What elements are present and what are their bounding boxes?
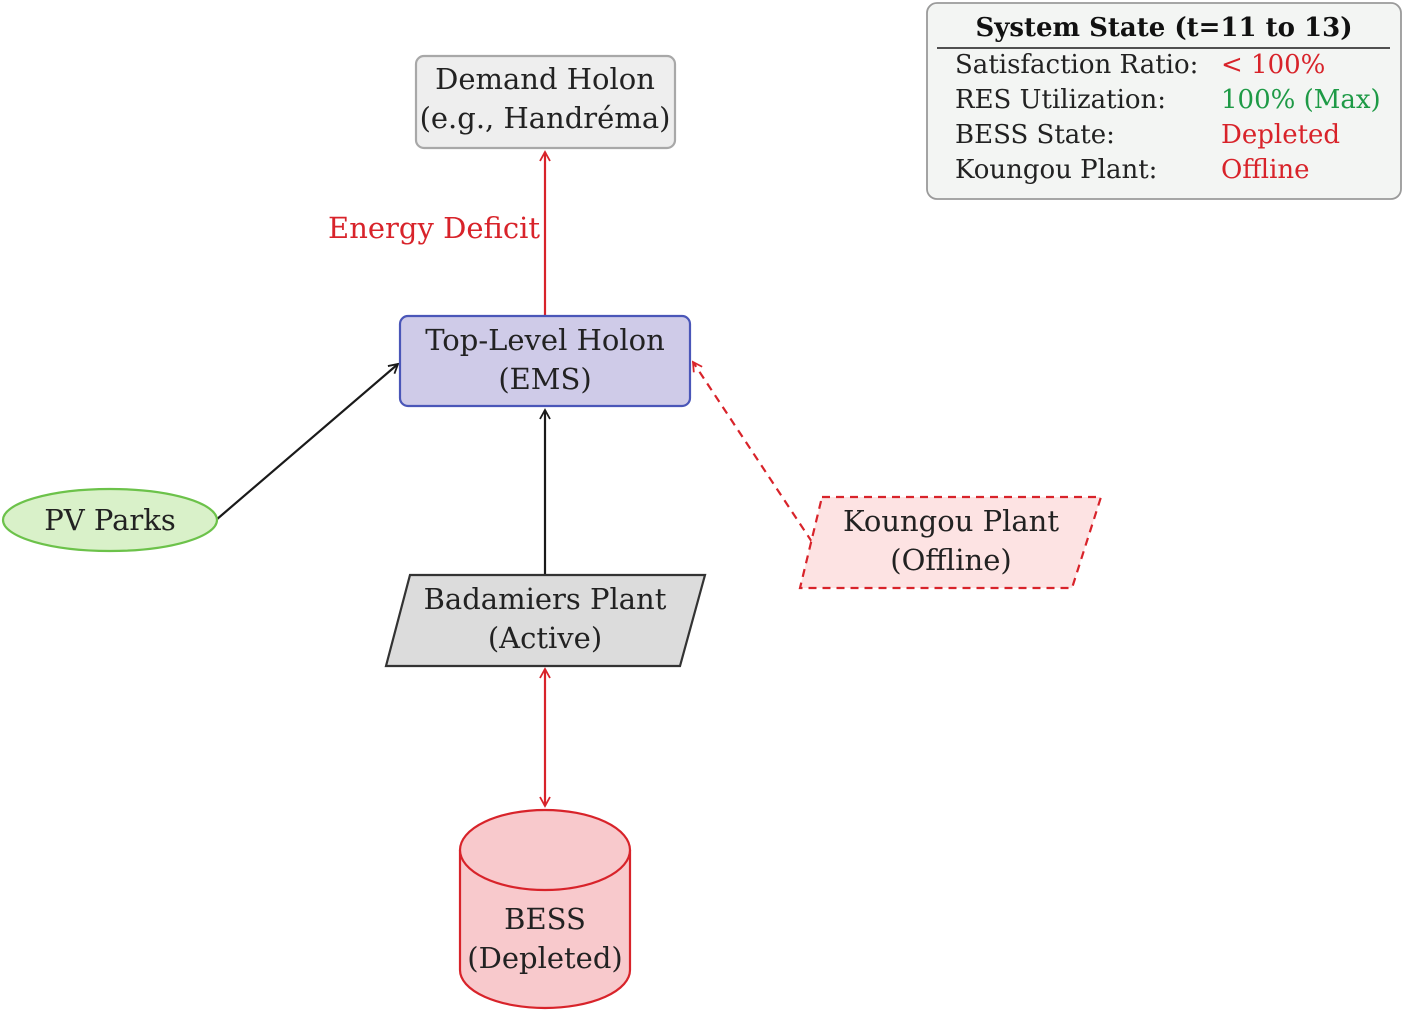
- pv-parks-node: PV Parks: [1, 487, 219, 553]
- demand-holon-node: Demand Holon (e.g., Handréma): [414, 54, 677, 150]
- demand-holon-title: Demand Holon: [435, 62, 655, 96]
- state-key-res-utilization: RES Utilization:: [955, 85, 1166, 115]
- top-level-holon-title: Top-Level Holon: [425, 323, 665, 357]
- state-key-satisfaction-ratio: Satisfaction Ratio:: [955, 50, 1198, 80]
- badamiers-plant-title: Badamiers Plant: [424, 582, 667, 616]
- system-state-title: System State (t=11 to 13): [975, 13, 1352, 43]
- top-level-holon-subtitle: (EMS): [498, 362, 591, 396]
- bess-status: (Depleted): [467, 941, 622, 975]
- state-value-koungou-plant: Offline: [1221, 155, 1310, 185]
- state-value-res-utilization: 100% (Max): [1221, 85, 1381, 115]
- state-value-bess-state: Depleted: [1221, 120, 1340, 150]
- koungou-to-ems-arrow: [691, 360, 813, 543]
- koungou-plant-status: (Offline): [890, 543, 1011, 577]
- badamiers-plant-status: (Active): [488, 621, 602, 655]
- koungou-plant-node: Koungou Plant (Offline): [798, 495, 1103, 590]
- bess-node: BESS (Depleted): [458, 808, 632, 1010]
- energy-deficit-label: Energy Deficit: [328, 211, 540, 245]
- top-level-holon-node: Top-Level Holon (EMS): [398, 314, 692, 408]
- demand-holon-subtitle: (e.g., Handréma): [420, 101, 671, 135]
- state-key-koungou-plant: Koungou Plant:: [955, 155, 1157, 185]
- pv-to-ems-arrow: [215, 362, 400, 521]
- bess-title: BESS: [504, 902, 586, 936]
- state-value-satisfaction-ratio: < 100%: [1221, 50, 1325, 80]
- system-state-panel: System State (t=11 to 13) Satisfaction R…: [926, 2, 1402, 200]
- state-key-bess-state: BESS State:: [955, 120, 1115, 150]
- badamiers-plant-node: Badamiers Plant (Active): [384, 573, 707, 668]
- pv-parks-label: PV Parks: [44, 503, 176, 537]
- koungou-plant-title: Koungou Plant: [843, 504, 1059, 538]
